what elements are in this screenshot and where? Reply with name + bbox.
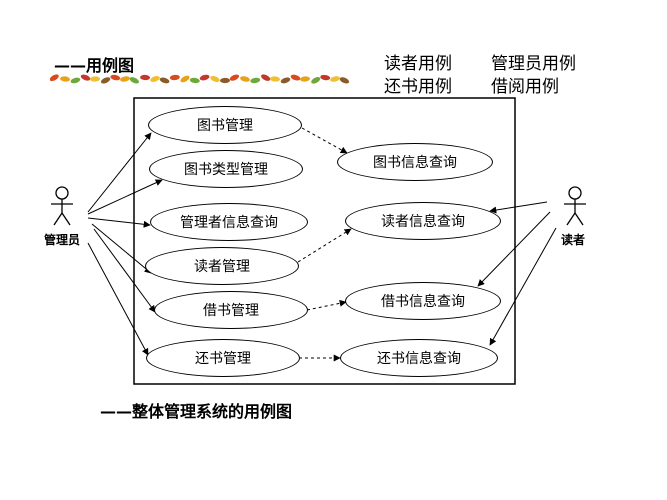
assoc-reader-reader-info — [489, 201, 548, 214]
admin-actor-figure — [51, 186, 73, 226]
assoc-reader-return-info — [489, 227, 557, 346]
usecase-return-mgmt: 还书管理 — [146, 339, 300, 377]
leaf-icon — [330, 76, 340, 82]
leaf-icon — [110, 74, 121, 81]
leaf-icon — [189, 77, 200, 84]
leaf-icon — [339, 77, 350, 84]
reader-actor-label: 读者 — [561, 233, 586, 247]
assoc-reader-borrow-info — [477, 211, 551, 287]
leaf-icon — [180, 75, 190, 83]
assoc-admin-reader-mgmt — [91, 223, 152, 274]
leaf-icon — [300, 76, 310, 82]
link-admin-usecase[interactable]: 管理员用例 — [491, 54, 576, 74]
include-borrow-info — [306, 299, 347, 311]
assoc-admin-borrow-mgmt — [93, 228, 156, 313]
usecase-borrow-info-query: 借书信息查询 — [345, 282, 501, 320]
leaf-icon — [50, 74, 59, 82]
leaf-icon — [90, 76, 100, 82]
leaf-icon — [270, 76, 280, 82]
leaf-icon — [129, 77, 139, 84]
usecase-reader-mgmt: 读者管理 — [145, 247, 299, 285]
leaf-icon — [140, 74, 151, 81]
leaf-icon — [210, 75, 220, 83]
leaf-decoration-strip — [50, 74, 350, 84]
leaf-icon — [240, 76, 250, 82]
usecase-return-info-query: 还书信息查询 — [340, 339, 498, 377]
link-borrow-usecase[interactable]: 借阅用例 — [491, 77, 559, 97]
include-reader-info — [297, 228, 352, 263]
leaf-icon — [229, 74, 240, 81]
assoc-admin-book-mgmt — [87, 132, 152, 213]
leaf-icon — [70, 77, 81, 84]
leaf-icon — [120, 76, 130, 82]
leaf-icon — [320, 74, 331, 81]
assoc-admin-book-type — [87, 179, 163, 215]
usecase-book-info-query: 图书信息查询 — [337, 143, 493, 181]
usecase-book-type-mgmt: 图书类型管理 — [149, 150, 303, 188]
leaf-icon — [199, 74, 210, 81]
leaf-icon — [290, 74, 301, 81]
link-reader-usecase[interactable]: 读者用例 — [384, 54, 452, 74]
leaf-icon — [80, 74, 91, 81]
leaf-icon — [100, 77, 111, 84]
diagram-title: ——用例图 — [54, 56, 135, 75]
reader-actor-figure — [564, 186, 586, 226]
leaf-icon — [280, 77, 291, 84]
assoc-admin-return-mgmt — [87, 242, 149, 356]
admin-actor-label: 管理员 — [44, 233, 81, 247]
leaf-icon — [261, 74, 271, 81]
leaf-icon — [220, 77, 231, 84]
usecase-admin-info-query: 管理者信息查询 — [150, 203, 308, 241]
leaf-icon — [250, 77, 261, 84]
diagram-caption: ——整体管理系统的用例图 — [100, 402, 293, 421]
link-return-usecase[interactable]: 还书用例 — [384, 77, 452, 97]
system-boundary — [133, 97, 516, 385]
usecase-reader-info-query: 读者信息查询 — [345, 202, 501, 240]
leaf-icon — [169, 74, 180, 81]
usecase-book-mgmt: 图书管理 — [148, 106, 302, 144]
usecase-borrow-mgmt: 借书管理 — [154, 291, 308, 329]
leaf-icon — [159, 77, 170, 84]
include-book-info — [301, 127, 348, 154]
leaf-icon — [60, 76, 70, 82]
leaf-icon — [150, 76, 160, 82]
assoc-admin-admin-info — [87, 217, 151, 228]
leaf-icon — [311, 77, 321, 84]
